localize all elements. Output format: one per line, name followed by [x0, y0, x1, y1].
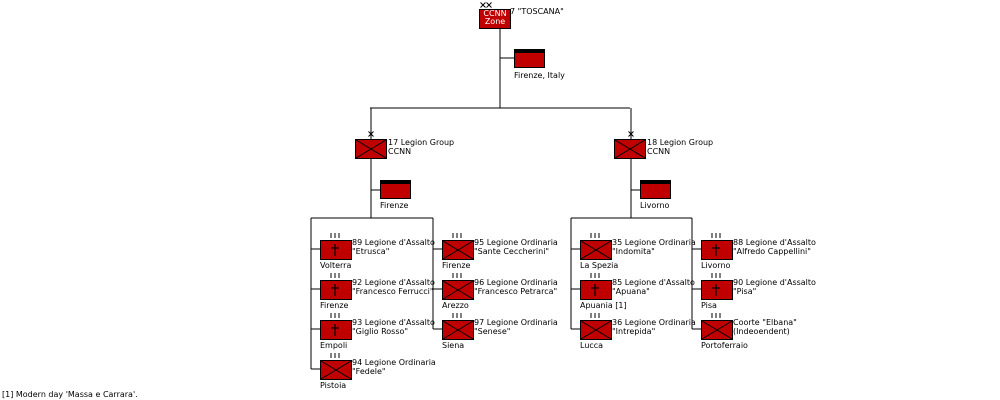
hq-bar	[380, 180, 411, 184]
legion-name: 36 Legione Ordinaria	[612, 318, 696, 327]
legion-location: Firenze	[442, 261, 471, 270]
legion-name: 88 Legione d'Assalto	[733, 238, 816, 247]
legion-subname: "Giglio Rosso"	[352, 327, 409, 336]
hq-bar	[514, 49, 545, 53]
legion-location: Volterra	[320, 261, 352, 270]
legion-symbol	[701, 240, 733, 260]
zone-symbol-line-1: CCNN	[483, 9, 507, 18]
legion-subname: "Francesco Ferrucci"	[352, 287, 434, 296]
legion-symbol	[701, 280, 733, 300]
echelon-x	[480, 2, 486, 8]
legion-symbol	[320, 280, 352, 300]
cross-line	[355, 139, 387, 159]
cross-line	[442, 320, 474, 340]
legion-name: 89 Legione d'Assalto	[352, 238, 435, 247]
legion-name: 93 Legione d'Assalto	[352, 318, 435, 327]
legion-name: 92 Legione d'Assalto	[352, 278, 435, 287]
hq-bar	[640, 180, 671, 184]
cross-line	[442, 240, 474, 260]
legion-name: 85 Legione d'Assalto	[612, 278, 695, 287]
echelon-x	[628, 131, 634, 137]
legion-subname: "Francesco Petrarca"	[474, 287, 558, 296]
cross-line	[701, 320, 733, 340]
group-title: 17 Legion Group	[388, 138, 455, 147]
legion-subname: (Indeoendent)	[733, 327, 790, 336]
legion-location: Pisa	[701, 301, 717, 310]
legion-subname: "Pisa"	[733, 287, 757, 296]
echelon-x	[368, 131, 374, 137]
legion-location: Siena	[442, 341, 465, 350]
legion-subname: "Senese"	[474, 327, 511, 336]
legion-subname: "Etrusca"	[352, 247, 390, 256]
legion-name: 96 Legione Ordinaria	[474, 278, 558, 287]
legion-location: Pistoia	[320, 381, 347, 390]
zone-hq-location: Firenze, Italy	[514, 71, 565, 80]
echelon-x	[486, 2, 492, 8]
cross-line	[442, 280, 474, 300]
group-title-sub: CCNN	[647, 147, 671, 156]
footnote: [1] Modern day 'Massa e Carrara'.	[2, 390, 138, 399]
legion-name: 35 Legione Ordinaria	[612, 238, 696, 247]
zone-symbol-line-2: Zone	[484, 17, 506, 26]
legion-location: Portoferraio	[701, 341, 748, 350]
legion-name: Coorte "Elbana"	[733, 318, 797, 327]
group-title: 18 Legion Group	[647, 138, 714, 147]
legion-name: 97 Legione Ordinaria	[474, 318, 558, 327]
legion-location: Apuania [1]	[580, 301, 627, 310]
legion-symbol	[580, 280, 612, 300]
group-title-sub: CCNN	[388, 147, 412, 156]
root-title: 7 "TOSCANA"	[510, 7, 564, 16]
legion-subname: "Sante Ceccherini"	[474, 247, 550, 256]
cross-line	[614, 139, 646, 159]
legion-name: 95 Legione Ordinaria	[474, 238, 558, 247]
zone-symbol	[479, 9, 511, 29]
legion-location: Firenze	[320, 301, 349, 310]
cross-line	[320, 360, 352, 380]
legion-location: La Spezia	[580, 261, 619, 270]
group-hq-location: Firenze	[380, 201, 409, 210]
cross-line	[580, 240, 612, 260]
legion-subname: "Fedele"	[352, 367, 386, 376]
legion-subname: "Indomita"	[612, 247, 655, 256]
legion-location: Empoli	[320, 341, 348, 350]
zone-symbol-text: CCNN Zone	[480, 10, 510, 26]
legion-subname: "Apuana"	[612, 287, 650, 296]
legion-name: 90 Legione d'Assalto	[733, 278, 816, 287]
legion-symbol	[320, 240, 352, 260]
legion-subname: "Intrepida"	[612, 327, 656, 336]
legion-name: 94 Legione Ordinaria	[352, 358, 436, 367]
legion-location: Livorno	[701, 261, 731, 270]
legion-symbol	[320, 320, 352, 340]
cross-line	[580, 320, 612, 340]
legion-location: Arezzo	[442, 301, 469, 310]
legion-subname: "Alfredo Cappellini"	[733, 247, 811, 256]
group-hq-location: Livorno	[640, 201, 670, 210]
legion-location: Lucca	[580, 341, 604, 350]
